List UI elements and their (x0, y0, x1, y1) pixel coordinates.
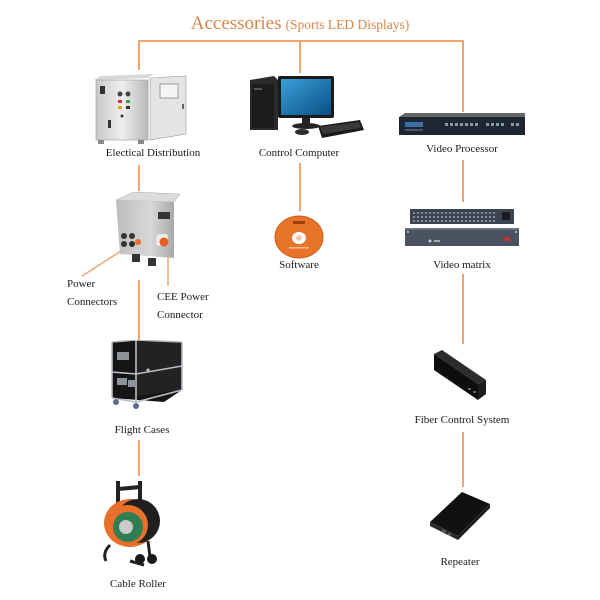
connector-right-drop (462, 40, 464, 112)
connector-middle-drop (299, 40, 301, 73)
video-matrix-switcher-icon (404, 208, 520, 248)
power-connectors-label-line2: Connectors (67, 296, 118, 308)
software-disc-icon (273, 213, 325, 259)
video-matrix-label: Video matrix (433, 259, 491, 271)
electrical-distribution-label: Electical Distribution (105, 147, 201, 159)
power-distribution-box-icon (114, 192, 184, 274)
cee-power-connector-label-line2: Connector (157, 309, 203, 321)
power-connectors-label-line1: Power (67, 278, 96, 290)
flight-cases-label: Flight Cases (114, 424, 170, 436)
connector-top-horizontal (138, 40, 463, 42)
connector-box-to-flightcase (138, 280, 140, 342)
repeater-label: Repeater (440, 556, 480, 568)
title-subtitle: (Sports LED Displays) (285, 17, 410, 32)
connector-computer-to-software (299, 163, 301, 211)
video-processor-label: Video Processor (426, 143, 498, 155)
control-computer-label: Control Computer (258, 147, 340, 159)
rack-video-processor-icon (397, 113, 527, 137)
fiber-control-system-label: Fiber Control System (414, 414, 510, 426)
cee-power-connector-label: CEE Power Connector (157, 288, 209, 324)
cee-power-connector-label-line1: CEE Power (157, 291, 209, 303)
connector-electrical-to-box (138, 165, 140, 191)
software-label: Software (279, 259, 319, 271)
power-connectors-label: Power Connectors (67, 275, 117, 311)
connector-fiber-to-repeater (462, 432, 464, 487)
cable-reel-icon (100, 477, 170, 569)
cable-roller-label: Cable Roller (110, 578, 166, 590)
connector-matrix-to-fiber (462, 274, 464, 344)
title-main: Accessories (190, 13, 282, 34)
electrical-cabinet-icon (92, 74, 192, 146)
diagram-title: Accessories (Sports LED Displays) (0, 13, 600, 35)
connector-flightcase-to-reel (138, 440, 140, 476)
connector-processor-to-matrix (462, 160, 464, 202)
fiber-box-icon (432, 350, 490, 402)
connector-left-drop (138, 40, 140, 70)
repeater-box-icon (428, 492, 492, 540)
desktop-computer-icon (248, 72, 366, 142)
flight-case-icon (108, 340, 184, 412)
